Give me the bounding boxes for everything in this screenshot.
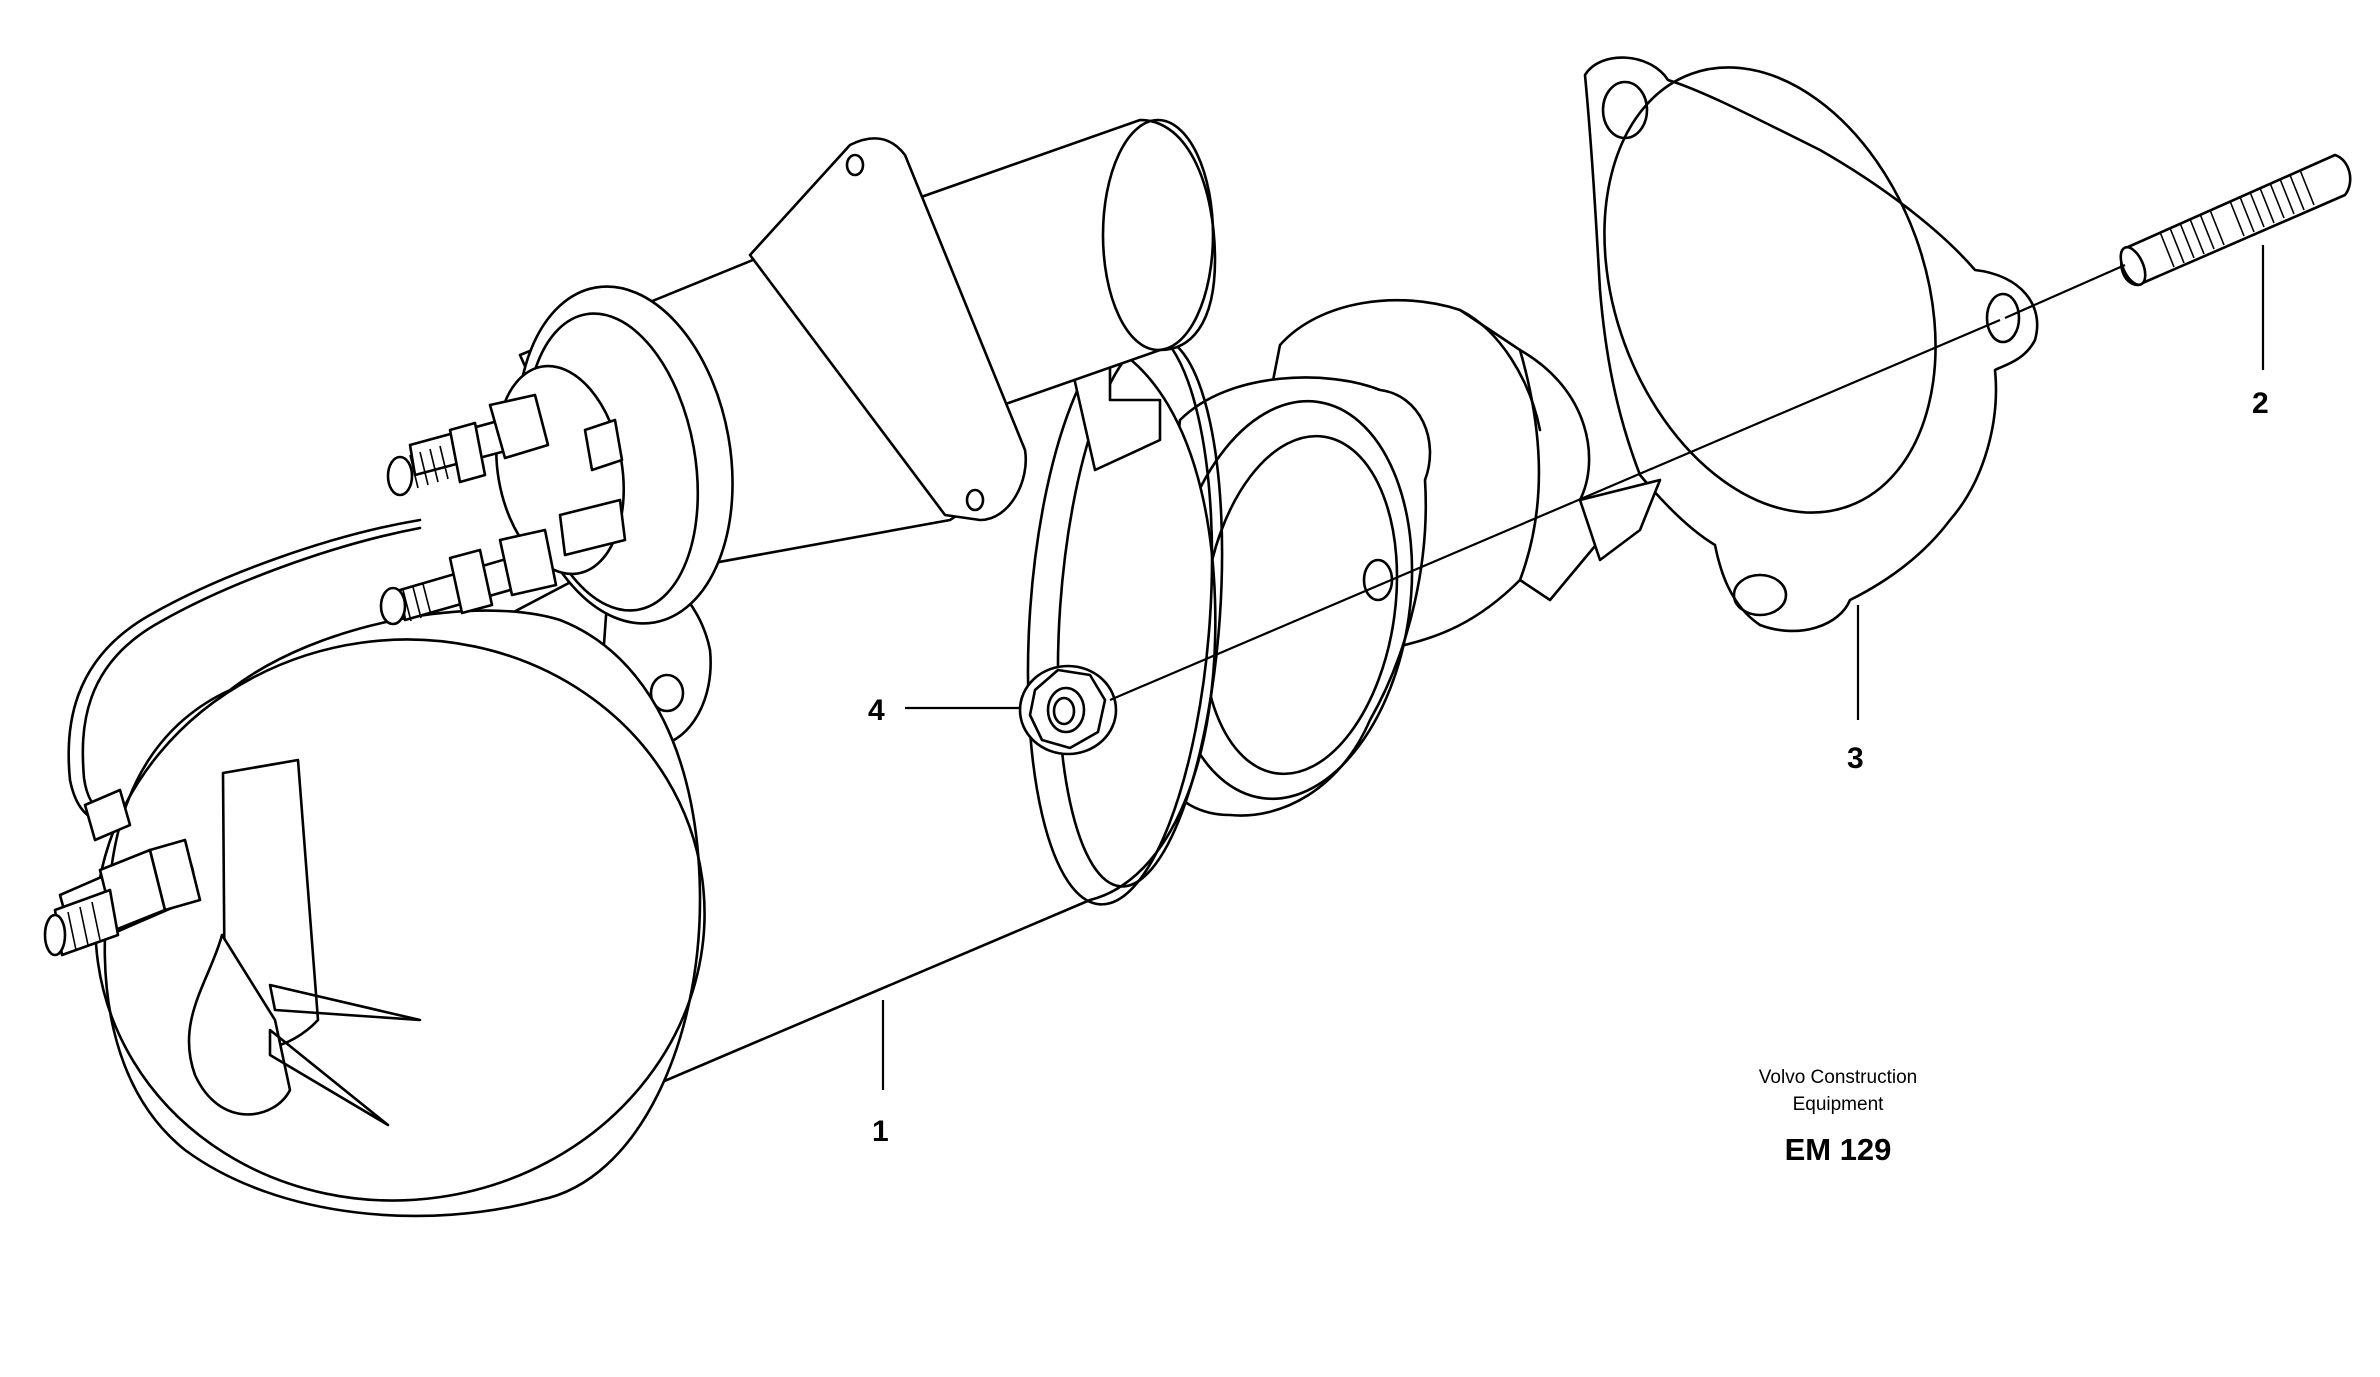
- callout-1: 1: [872, 1115, 889, 1148]
- starter-motor-part[interactable]: [43, 118, 1662, 1240]
- callout-3: 3: [1847, 742, 1864, 775]
- assembly-axis-line: [1109, 263, 2126, 702]
- brand-line-2: Equipment: [1793, 1094, 1885, 1115]
- drawing-code: EM 129: [1785, 1132, 1892, 1167]
- gasket-part[interactable]: [1546, 21, 2039, 633]
- stud-part[interactable]: [2116, 153, 2352, 288]
- callout-2: 2: [2252, 387, 2269, 420]
- brand-line-1: Volvo Construction: [1759, 1067, 1917, 1088]
- callout-4: 4: [868, 694, 885, 727]
- flange-nut-part[interactable]: [1018, 664, 1118, 756]
